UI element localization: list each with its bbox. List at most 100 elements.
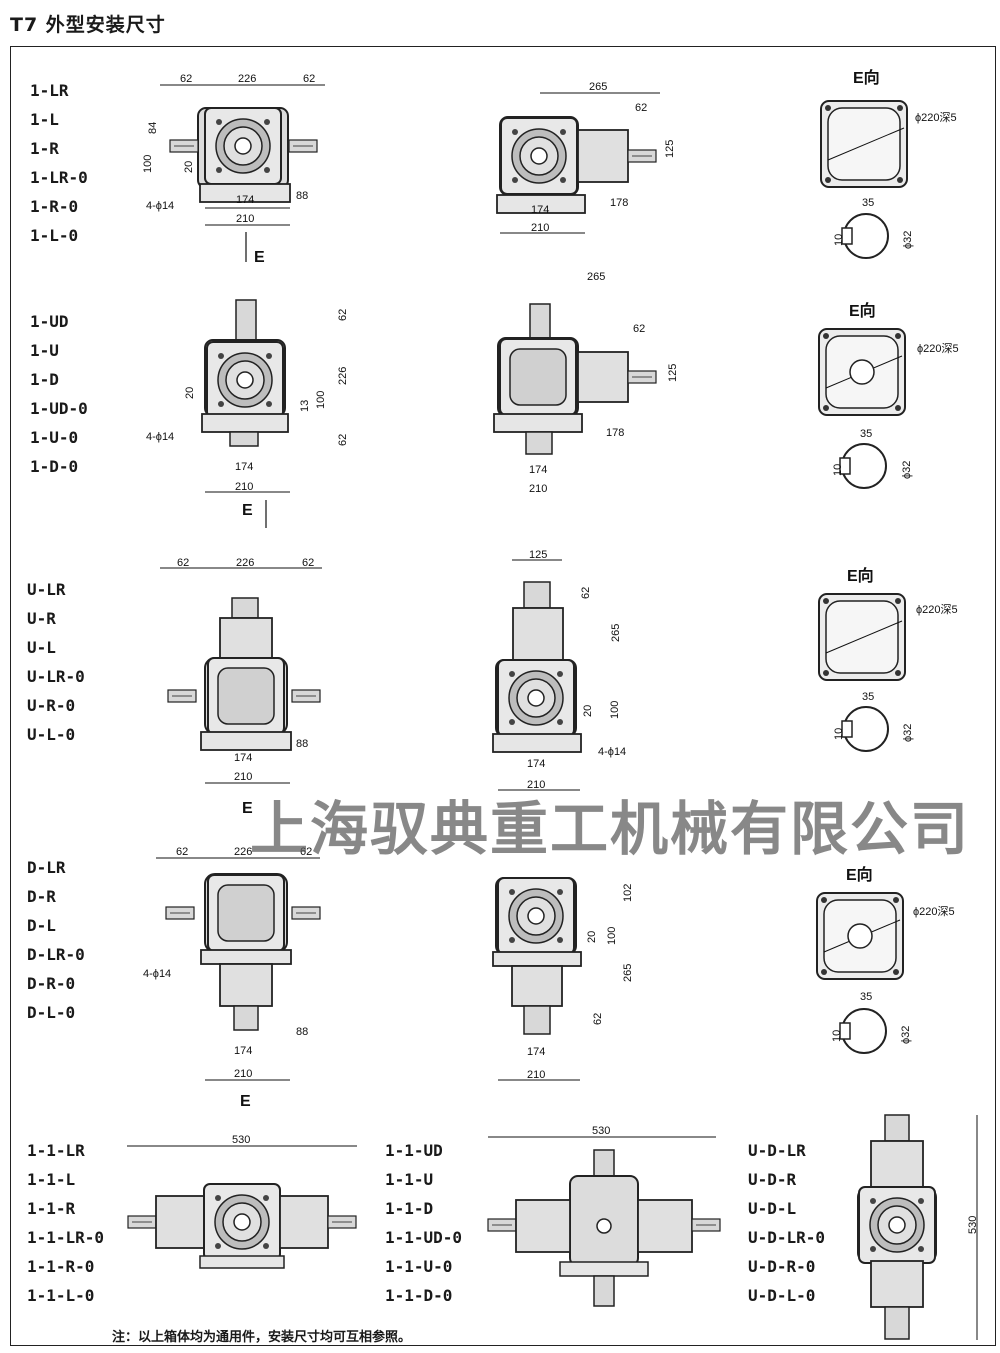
dim-20-c: 20	[582, 705, 594, 717]
dim-holes: 4-ϕ14	[146, 200, 174, 212]
model-code: 1-U-0	[30, 428, 79, 447]
dim-62-d: 62	[337, 309, 349, 321]
model-code: U-LR-0	[27, 667, 85, 686]
dim-62-l: 62	[592, 1013, 604, 1025]
model-code: U-D-R-0	[748, 1257, 816, 1276]
dim-13: 13	[299, 400, 311, 412]
model-code: 1-LR-0	[30, 168, 88, 187]
dim-174-f: 174	[527, 758, 545, 770]
dim-10-d: 10	[831, 1030, 843, 1042]
model-code: 1-D	[30, 370, 59, 389]
company-watermark: 上海驭典重工机械有限公司	[250, 795, 971, 863]
drawing-frame	[10, 46, 996, 1346]
e-view-label: E向	[847, 566, 874, 585]
double-view-3	[857, 1114, 978, 1340]
dim-210: 210	[236, 213, 254, 225]
shaft-section-2	[839, 443, 887, 489]
dim-35-b: 35	[860, 428, 872, 440]
front-view-4	[156, 857, 321, 1081]
dim-210-c: 210	[235, 481, 253, 493]
dim-226-b: 226	[337, 367, 349, 385]
model-list-4: D-LR D-R D-L D-LR-0 D-R-0 D-L-0	[27, 853, 85, 1027]
model-code: 1-1-L-0	[27, 1286, 95, 1305]
dim-62-a: 62	[180, 73, 192, 85]
e-view-face-1	[820, 100, 908, 188]
dim-265-b: 265	[587, 271, 605, 283]
model-code: U-LR	[27, 580, 66, 599]
dim-174-g: 174	[234, 1045, 252, 1057]
model-code: 1-1-LR-0	[27, 1228, 105, 1247]
model-code: 1-1-U	[385, 1170, 434, 1189]
dim-88-c: 88	[296, 1026, 308, 1038]
e-view-face-3	[818, 593, 906, 681]
model-code: 1-1-R-0	[27, 1257, 95, 1276]
dim-174-e: 174	[234, 752, 252, 764]
model-code: U-D-L	[748, 1199, 797, 1218]
dim-100-d: 100	[606, 927, 618, 945]
dim-88: 88	[296, 190, 308, 202]
shaft-section-4	[839, 1008, 887, 1054]
dim-100-b: 100	[315, 391, 327, 409]
dim-174: 174	[236, 194, 254, 206]
model-code: 1-LR	[30, 81, 69, 100]
dim-174-c: 174	[235, 461, 253, 473]
model-code: D-R-0	[27, 974, 76, 993]
dim-125-c: 125	[529, 549, 547, 561]
model-code: U-R-0	[27, 696, 76, 715]
model-code: U-L	[27, 638, 56, 657]
dim-62-i: 62	[580, 587, 592, 599]
dim-226-c: 226	[236, 557, 254, 569]
model-code: 1-1-D	[385, 1199, 434, 1218]
shaft-section-1	[841, 213, 889, 259]
dim-102: 102	[622, 884, 634, 902]
dim-20-b: 20	[184, 387, 196, 399]
dim-35-c: 35	[862, 691, 874, 703]
view-arrow-label: E	[240, 1093, 251, 1110]
model-code: U-D-LR-0	[748, 1228, 826, 1247]
dim-88-b: 88	[296, 738, 308, 750]
dim-flange-c: ϕ220深5	[916, 603, 958, 616]
model-code: 1-UD	[30, 312, 69, 331]
side-view-1	[496, 92, 660, 234]
dim-100: 100	[142, 155, 154, 173]
model-code: D-L-0	[27, 1003, 76, 1022]
dim-174-d: 174	[529, 464, 547, 476]
dim-210-e: 210	[234, 771, 252, 783]
model-code: 1-1-L	[27, 1170, 76, 1189]
shaft-section-3	[841, 706, 889, 752]
double-view-2	[487, 1136, 721, 1307]
model-code: 1-D-0	[30, 457, 79, 476]
model-code: 1-1-UD	[385, 1141, 443, 1160]
dim-210-g: 210	[234, 1068, 252, 1080]
view-arrow-label: E	[242, 502, 253, 519]
side-view-4	[492, 877, 582, 1081]
dim-flange-d: ϕ220深5	[913, 905, 955, 918]
dim-shaft-b: ϕ32	[901, 461, 913, 479]
dim-10-b: 10	[832, 464, 844, 476]
model-code: D-LR-0	[27, 945, 85, 964]
dim-210-h: 210	[527, 1069, 545, 1081]
front-view-1	[160, 84, 325, 262]
dim-100-c: 100	[609, 701, 621, 719]
model-list-1: 1-LR 1-L 1-R 1-LR-0 1-R-0 1-L-0	[30, 76, 88, 250]
dim-530-b: 530	[592, 1125, 610, 1137]
dim-shaft: ϕ32	[902, 231, 914, 249]
dim-62-j: 62	[176, 846, 188, 858]
dim-flange-b: ϕ220深5	[917, 342, 959, 355]
dim-holes-b: 4-ϕ14	[146, 431, 174, 443]
e-view-label: E向	[849, 301, 876, 320]
dim-62-b: 62	[303, 73, 315, 85]
model-list-3: U-LR U-R U-L U-LR-0 U-R-0 U-L-0	[27, 575, 85, 749]
model-code: 1-L	[30, 110, 59, 129]
dim-226: 226	[238, 73, 256, 85]
model-code: 1-UD-0	[30, 399, 88, 418]
dim-62-h: 62	[302, 557, 314, 569]
dim-62-f: 62	[633, 323, 645, 335]
dim-holes-d: 4-ϕ14	[143, 968, 171, 980]
front-view-2	[201, 299, 290, 528]
dim-210-b: 210	[531, 222, 549, 234]
dim-10-c: 10	[833, 728, 845, 740]
model-code: D-LR	[27, 858, 66, 877]
dim-10: 10	[833, 234, 845, 246]
dim-530-c: 530	[967, 1216, 979, 1234]
